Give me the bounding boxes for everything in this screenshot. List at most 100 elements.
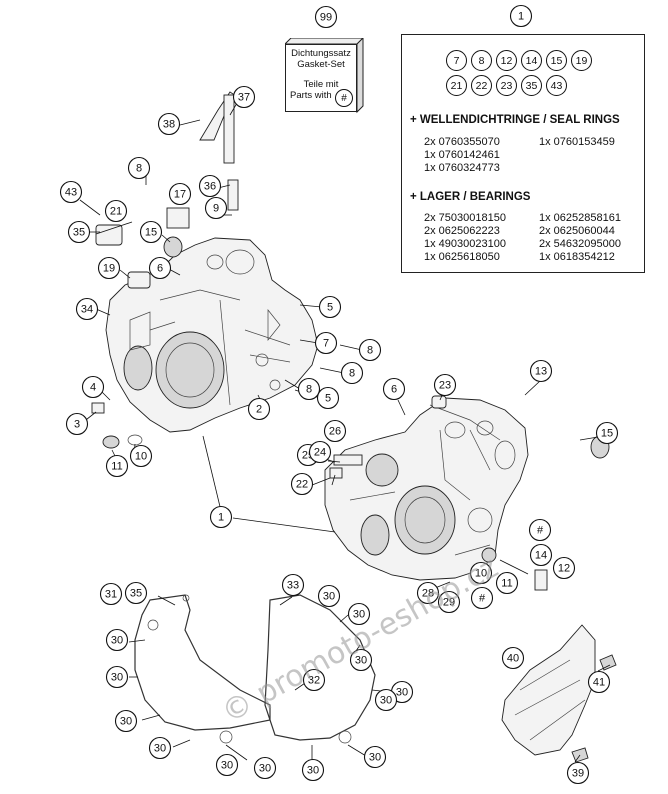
callout-circle	[323, 419, 347, 443]
gasket-set-line-de: Dichtungssatz	[291, 48, 351, 59]
callout-label: 43	[65, 187, 77, 199]
callout-circle	[104, 199, 128, 223]
right-crankcase-half	[324, 397, 529, 581]
callout-label: 35	[130, 588, 142, 600]
callout-circle	[148, 256, 172, 280]
callout-c30-h: 30	[148, 736, 172, 760]
oil-pipe	[199, 91, 237, 164]
callout-c31: 31	[99, 582, 123, 606]
callout-circle	[314, 5, 338, 29]
callout-label: 6	[157, 263, 163, 275]
callout-circle	[552, 556, 576, 580]
callout-c15-b: 15	[595, 421, 619, 445]
callout-c17: 17	[168, 182, 192, 206]
callout-c11-a: 11	[105, 454, 129, 478]
callout-circle	[127, 156, 151, 180]
callout-label: 11	[111, 461, 122, 473]
callout-label: 11	[501, 578, 512, 590]
callout-label: 9	[213, 203, 219, 215]
callout-c30-g: 30	[114, 709, 138, 733]
callout-label: 26	[329, 426, 341, 438]
callout-c35-a: 35	[67, 220, 91, 244]
callout-circle	[587, 670, 611, 694]
callout-c8-b: 8	[358, 338, 382, 362]
callout-label: #	[537, 525, 544, 537]
callout-label: 33	[287, 580, 299, 592]
callout-c4: 4	[81, 375, 105, 399]
callout-c30-l: 30	[363, 745, 387, 769]
sprocket-cover	[501, 624, 617, 763]
callout-c11-b: 11	[495, 571, 519, 595]
callout-label: 30	[353, 609, 365, 621]
callout-label: 39	[572, 768, 584, 780]
callout-label: 41	[593, 677, 605, 689]
callout-circle	[81, 375, 105, 399]
callout-c22: 22	[290, 472, 314, 496]
callout-label: 17	[174, 189, 186, 201]
callout-circle	[470, 586, 494, 610]
callout-circle	[374, 688, 398, 712]
callout-circle	[168, 182, 192, 206]
callout-c30-e: 30	[349, 648, 373, 672]
bearing-row-left: 2x 0625062223	[424, 225, 500, 237]
callout-c7: 7	[314, 331, 338, 355]
callout-circle	[253, 756, 277, 780]
callout-label: 30	[120, 716, 132, 728]
callout-circle	[317, 584, 341, 608]
callout-label: 1	[518, 11, 524, 23]
callout-circle	[105, 628, 129, 652]
callout-c10-a: 10	[129, 444, 153, 468]
legend-box: 7 8 12 14 15 19 21 22 23 35 43 + WELLEND…	[401, 34, 645, 273]
callout-label: 30	[259, 763, 271, 775]
callout-circle	[281, 573, 305, 597]
callout-circle	[204, 196, 228, 220]
callout-circle	[65, 412, 89, 436]
callout-label: #	[479, 593, 486, 605]
callout-circle	[529, 359, 553, 383]
left-crankcase-half	[105, 237, 319, 433]
callout-c8-c: 8	[340, 361, 364, 385]
callout-circle	[495, 571, 519, 595]
callout-c38: 38	[157, 112, 181, 136]
legend-number: 14	[521, 50, 542, 71]
seal-row-left: 2x 0760355070	[424, 136, 500, 148]
callout-c6-b: 6	[382, 377, 406, 401]
gasket-set-line-en: Gasket-Set	[297, 59, 345, 70]
bearing-row-left: 1x 0625618050	[424, 251, 500, 263]
callout-label: 30	[380, 695, 392, 707]
callout-label: 10	[135, 451, 147, 463]
callout-label: 30	[396, 687, 408, 699]
callout-c30-i: 30	[215, 753, 239, 777]
callout-c37: 37	[232, 85, 256, 109]
callout-label: 1	[218, 512, 224, 524]
callout-label: 8	[306, 384, 312, 396]
callout-c34: 34	[75, 297, 99, 321]
callout-label: 35	[73, 227, 85, 239]
callout-c30-d: 30	[105, 665, 129, 689]
callout-c99: 99	[314, 5, 338, 29]
callout-label: 14	[535, 550, 547, 562]
callout-c43: 43	[59, 180, 83, 204]
callout-circle	[247, 397, 271, 421]
callout-circle	[316, 386, 340, 410]
seal-row-left: 1x 0760324773	[424, 162, 500, 174]
callout-c32: 32	[302, 668, 326, 692]
callout-circle	[469, 561, 493, 585]
callout-label: 30	[307, 765, 319, 777]
callout-circle	[528, 518, 552, 542]
callout-c9: 9	[204, 196, 228, 220]
callout-c36: 36	[198, 174, 222, 198]
callout-label: 7	[323, 338, 329, 350]
callout-c30-a: 30	[317, 584, 341, 608]
callout-circle	[301, 758, 325, 782]
callout-circle	[114, 709, 138, 733]
callout-label: 4	[90, 382, 96, 394]
callout-c2: 2	[247, 397, 271, 421]
callout-circle	[209, 505, 233, 529]
callout-label: 10	[475, 568, 487, 580]
gasket-set-label: Dichtungssatz Gasket-Set Teile mit Parts…	[285, 44, 357, 112]
callout-c12: 12	[552, 556, 576, 580]
callout-circle	[198, 174, 222, 198]
callout-label: 99	[320, 12, 332, 24]
callout-circle	[129, 444, 153, 468]
